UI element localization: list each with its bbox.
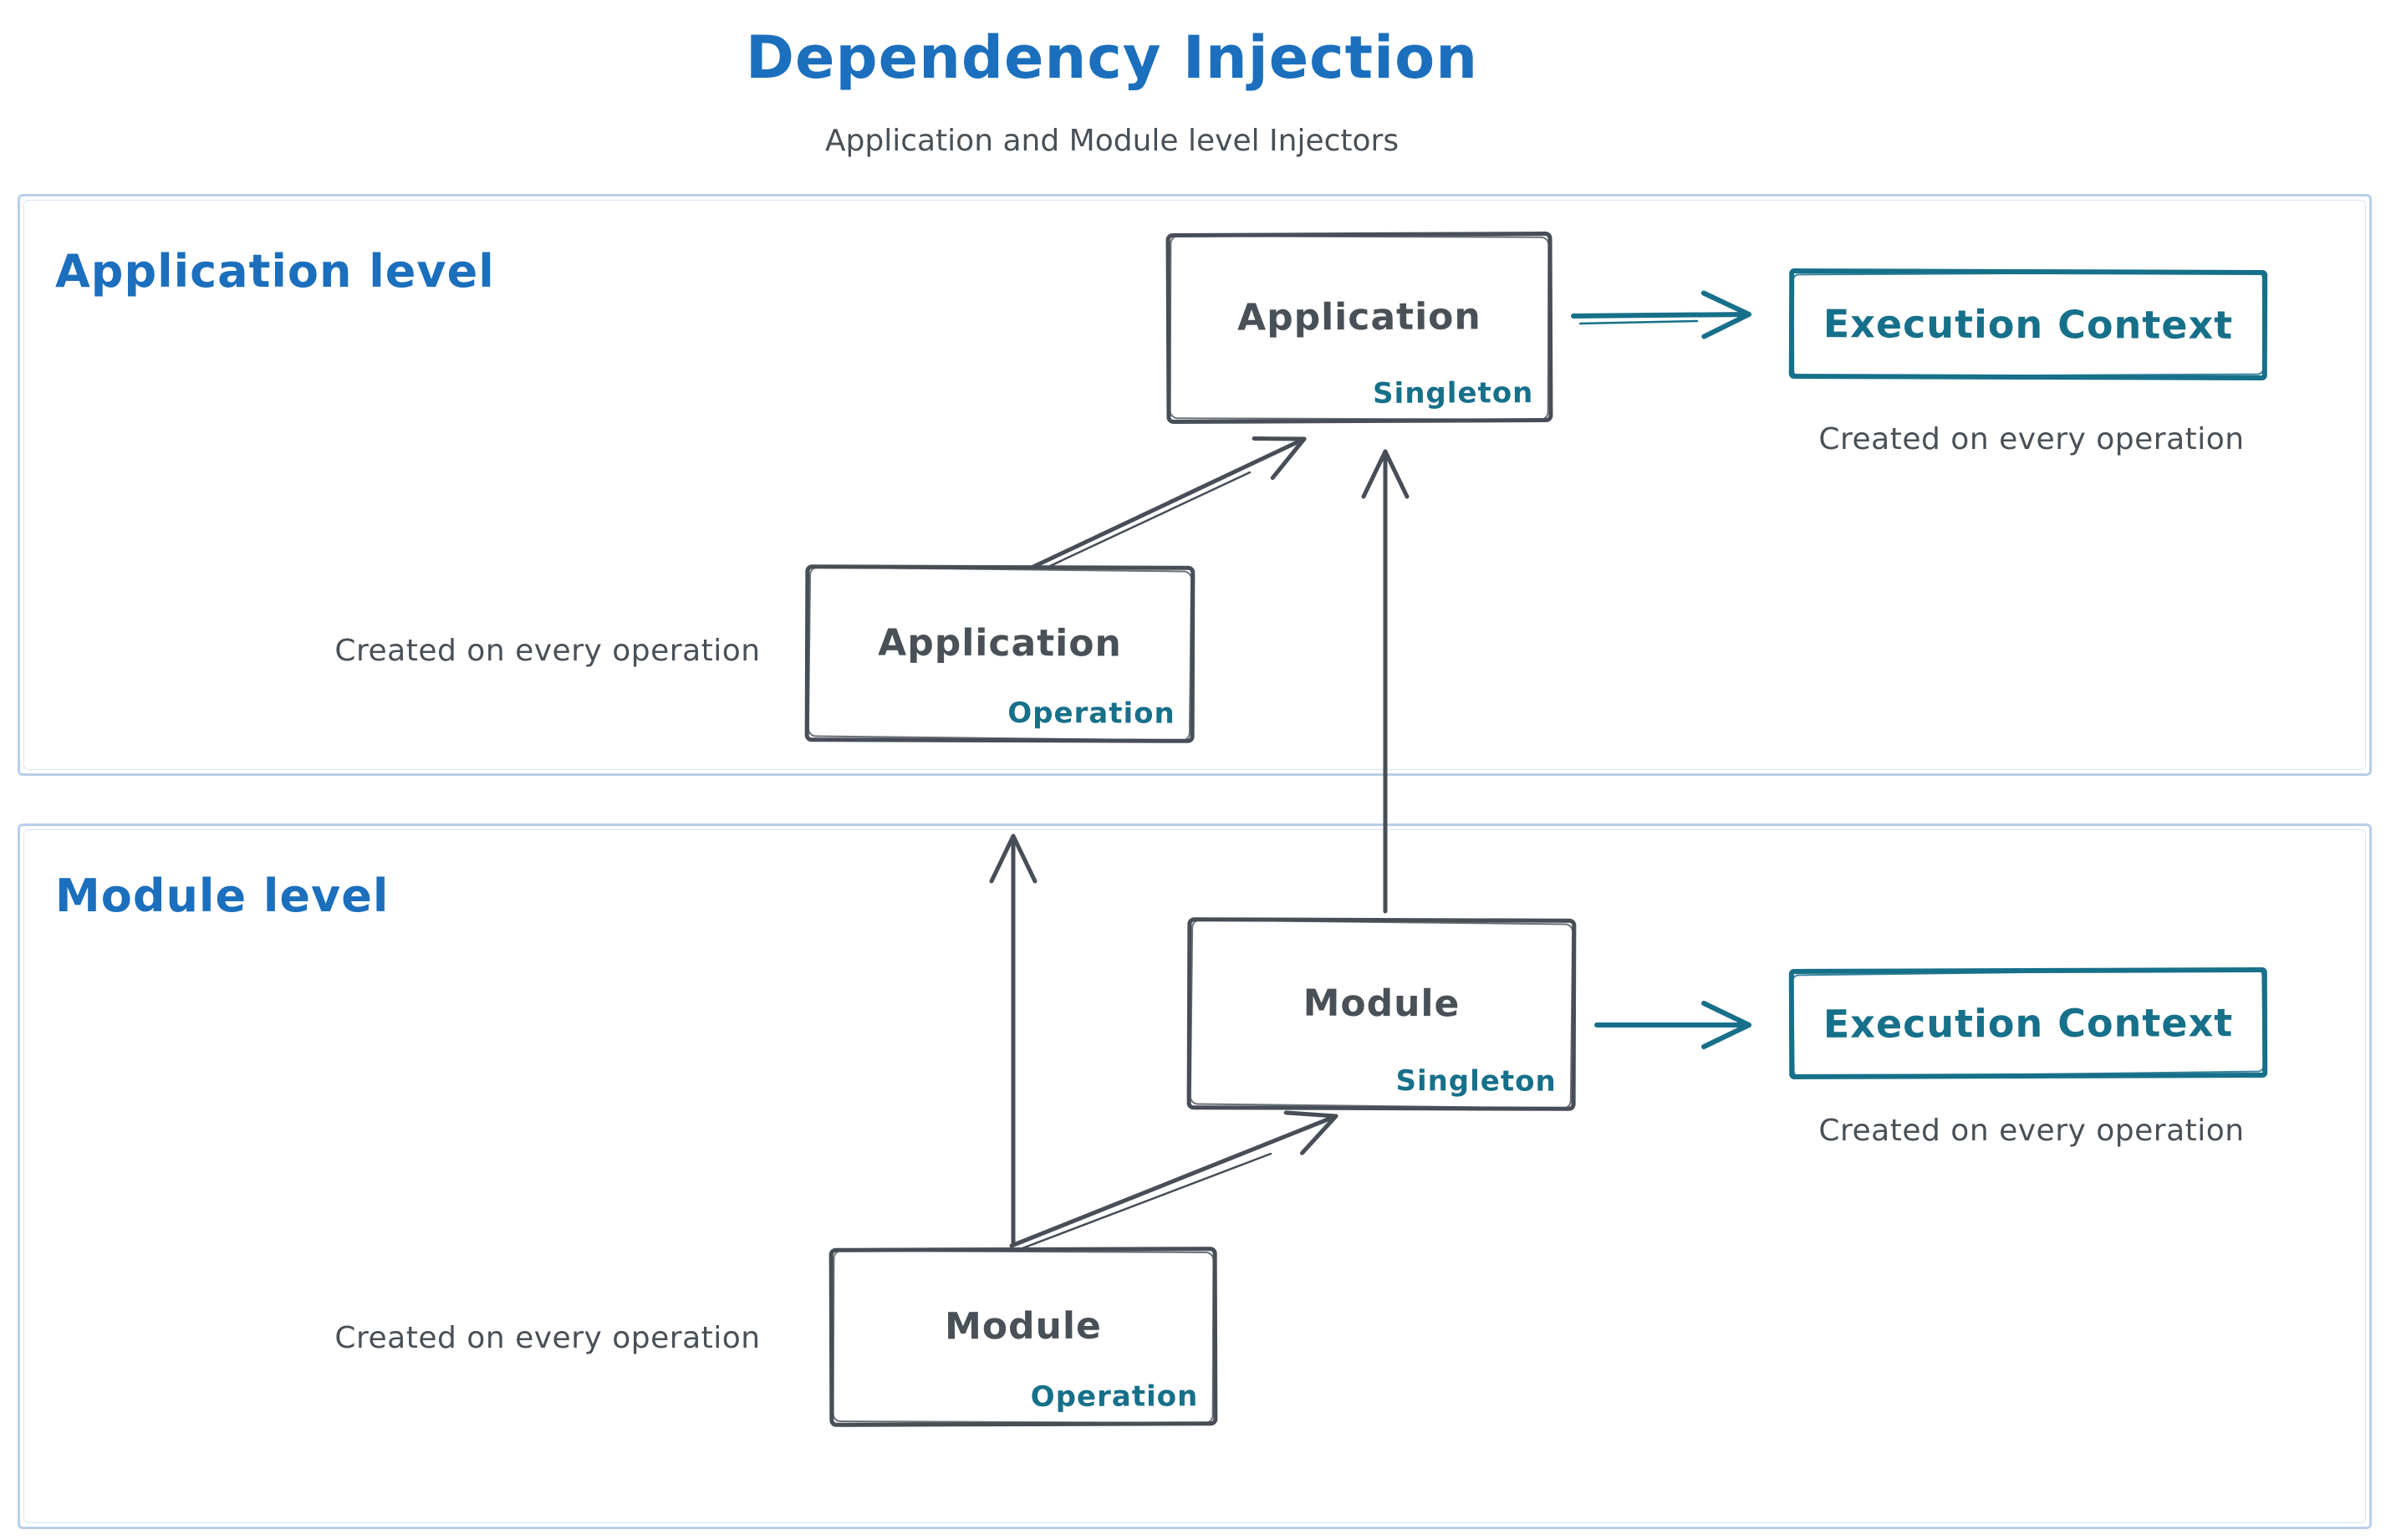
app-execution-context-note: Created on every operation [1818,422,2245,456]
app-execution-context-box: Execution Context [1788,268,2268,380]
module-execution-context-box: Execution Context [1788,967,2268,1079]
app-operation-note: Created on every operation [334,634,761,668]
app-singleton-badge: Singleton [1373,376,1534,410]
module-execution-context-title: Execution Context [1823,1000,2234,1047]
application-level-panel: Application level [18,194,2372,776]
application-level-label: Application level [55,245,495,298]
app-operation-title: Application [878,620,1122,665]
app-operation-badge: Operation [1007,696,1175,731]
module-singleton-title: Module [1303,982,1461,1025]
module-singleton-box: Module Singleton [1186,917,1577,1111]
app-singleton-title: Application [1237,294,1481,339]
page-title: Dependency Injection [745,23,1479,92]
module-operation-note: Created on every operation [334,1321,761,1355]
app-operation-box: Application Operation [804,564,1196,743]
module-operation-box: Module Operation [828,1247,1218,1427]
module-level-panel: Module level [18,824,2372,1529]
module-level-label: Module level [55,869,390,922]
app-singleton-box: Application Singleton [1165,231,1553,425]
page-subtitle: Application and Module level Injectors [824,124,1399,158]
module-singleton-badge: Singleton [1395,1064,1557,1099]
module-operation-title: Module [944,1304,1102,1348]
module-execution-context-note: Created on every operation [1818,1114,2245,1148]
module-operation-badge: Operation [1030,1379,1199,1414]
app-execution-context-title: Execution Context [1823,301,2234,348]
